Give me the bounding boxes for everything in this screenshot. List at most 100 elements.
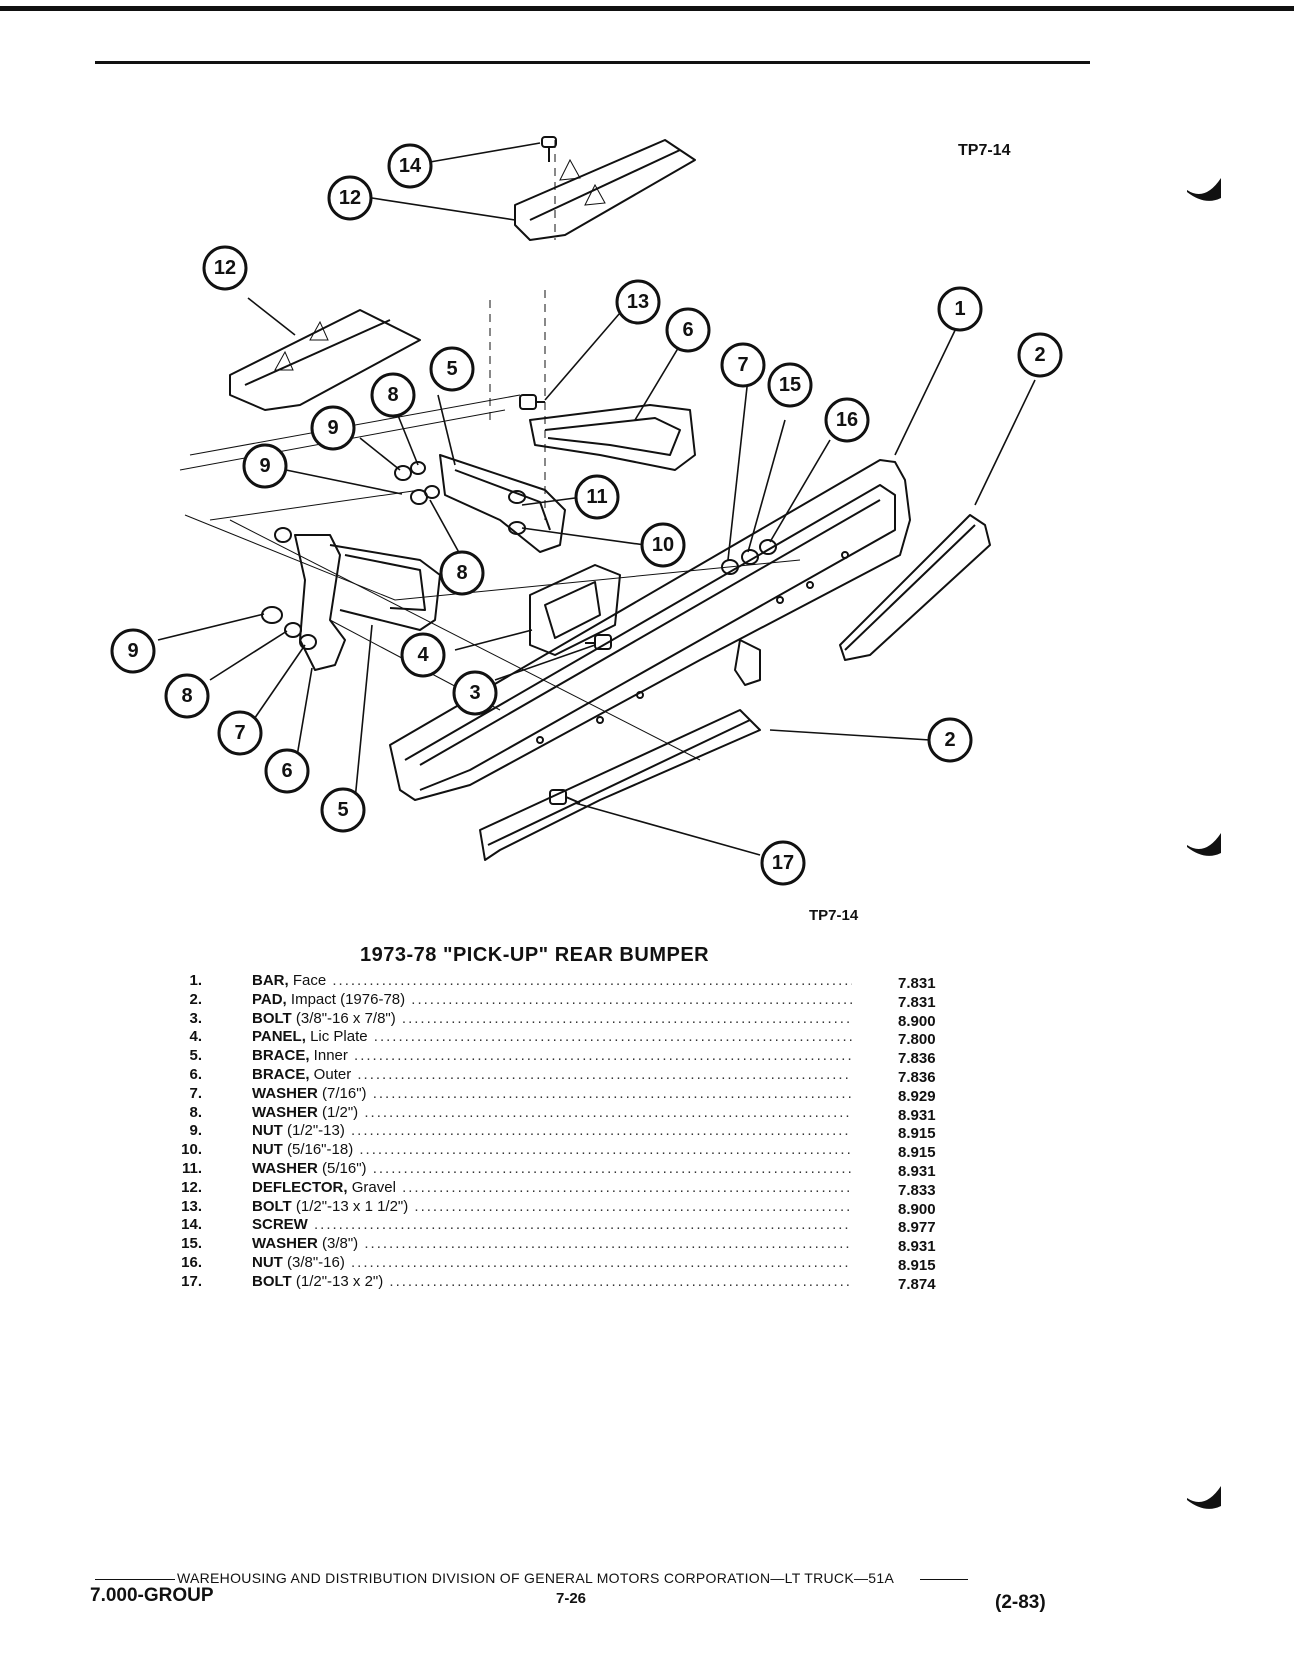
group-code: 8.900 xyxy=(898,1200,936,1218)
part-description: BOLT (1/2"-13 x 2") ....................… xyxy=(252,1272,852,1290)
callout-6a: 6 xyxy=(665,307,711,353)
group-code: 7.836 xyxy=(898,1068,936,1086)
exploded-parts-diagram: 14 12 12 13 6 1 2 7 15 16 5 8 9 9 11 10 … xyxy=(110,136,1063,886)
bolt-17 xyxy=(549,789,581,805)
part-detail: (3/8"-16) xyxy=(282,1253,345,1271)
footer-division: WAREHOUSING AND DISTRIBUTION DIVISION OF… xyxy=(177,1570,895,1586)
part-number: 17. xyxy=(181,1272,202,1290)
part-name: BRACE, xyxy=(252,1047,310,1065)
svg-text:3: 3 xyxy=(469,682,480,704)
part-description: BOLT (3/8"-16 x 7/8") ..................… xyxy=(252,1009,852,1027)
svg-text:17: 17 xyxy=(772,852,794,874)
svg-text:5: 5 xyxy=(446,358,457,380)
svg-text:6: 6 xyxy=(682,319,693,341)
svg-text:7: 7 xyxy=(737,354,748,376)
part-number: 3. xyxy=(189,1009,202,1027)
part-description: NUT (1/2"-13) ..........................… xyxy=(252,1122,852,1140)
callout-6b: 6 xyxy=(264,748,310,794)
part-name: SCREW xyxy=(252,1216,308,1234)
parts-row: 17. BOLT (1/2"-13 x 2") .................… xyxy=(160,1272,960,1293)
hardware-upper-middle xyxy=(394,461,526,535)
part-name: DEFLECTOR, xyxy=(252,1178,348,1196)
part-description: WASHER (5/16") .........................… xyxy=(252,1159,852,1177)
leader-lines xyxy=(157,142,1036,856)
group-code: 8.900 xyxy=(898,1012,936,1030)
callout-2a: 2 xyxy=(1017,332,1063,378)
callout-2b: 2 xyxy=(927,717,973,763)
svg-text:11: 11 xyxy=(586,486,607,508)
gravel-deflector-upper xyxy=(514,139,696,241)
callout-5a: 5 xyxy=(429,346,475,392)
license-plate-panel xyxy=(529,564,621,656)
svg-text:8: 8 xyxy=(387,384,398,406)
part-description: WASHER (7/16") .........................… xyxy=(252,1084,852,1102)
figure-label-bottom: TP7-14 xyxy=(809,907,859,924)
part-number: 5. xyxy=(189,1047,202,1065)
part-detail: Gravel xyxy=(347,1178,396,1196)
svg-text:12: 12 xyxy=(214,257,236,279)
part-number: 7. xyxy=(189,1084,202,1102)
callout-8c: 8 xyxy=(164,673,210,719)
parts-row: 10.NUT (5/16"-18) ......................… xyxy=(160,1141,960,1162)
part-detail: Lic Plate xyxy=(305,1028,368,1046)
svg-text:9: 9 xyxy=(127,640,138,662)
impact-pad-lower xyxy=(479,709,761,861)
callout-17: 17 xyxy=(760,840,806,886)
callout-12b: 12 xyxy=(202,245,248,291)
part-detail: Impact (1976-78) xyxy=(286,990,406,1008)
part-detail: Face xyxy=(288,972,327,989)
parts-row: 3. BOLT (3/8"-16 x 7/8") ................… xyxy=(160,1009,960,1030)
gravel-deflector-left xyxy=(229,309,421,411)
part-name: PANEL, xyxy=(252,1028,306,1046)
impact-pad-right xyxy=(839,514,991,661)
parts-row: 15.WASHER (3/8") .......................… xyxy=(160,1235,960,1256)
part-detail: (1/2"-13 x 1 1/2") xyxy=(291,1197,409,1215)
callout-8b: 8 xyxy=(439,550,485,596)
part-description: BRACE, Inner ...........................… xyxy=(252,1047,852,1065)
parts-row: 2.PAD, Impact (1976-78) ................… xyxy=(160,990,960,1011)
callout-9c: 9 xyxy=(110,628,156,674)
part-name: WASHER xyxy=(252,1084,318,1102)
part-name: BOLT xyxy=(252,1272,292,1290)
part-name: WASHER xyxy=(252,1159,318,1177)
parts-list: 1.BAR, Face ............................… xyxy=(160,972,960,1293)
callout-16: 16 xyxy=(824,397,870,443)
part-detail: (7/16") xyxy=(317,1084,367,1102)
figure-label-top: TP7-14 xyxy=(958,142,1011,159)
binder-mark-1 xyxy=(1187,178,1221,201)
part-number: 14. xyxy=(181,1216,202,1234)
callout-12a: 12 xyxy=(327,175,373,221)
group-code: 8.915 xyxy=(898,1144,936,1162)
svg-text:2: 2 xyxy=(944,729,955,751)
part-name: NUT xyxy=(252,1141,283,1159)
part-number: 4. xyxy=(189,1028,202,1046)
part-detail: (1/2"-13) xyxy=(282,1122,345,1140)
part-description: NUT (5/16"-18) .........................… xyxy=(252,1141,852,1159)
parts-row: 7. WASHER (7/16") .......................… xyxy=(160,1084,960,1105)
part-number: 11. xyxy=(181,1159,202,1177)
callout-9b: 9 xyxy=(242,443,288,489)
part-name: WASHER xyxy=(252,1235,318,1253)
callout-8a: 8 xyxy=(370,372,416,418)
svg-text:6: 6 xyxy=(281,760,292,782)
binder-mark-3 xyxy=(1187,1486,1221,1509)
part-description: PANEL, Lic Plate .......................… xyxy=(252,1028,852,1046)
part-detail: (3/8"-16 x 7/8") xyxy=(291,1009,396,1027)
parts-row: 11. WASHER (5/16") ......................… xyxy=(160,1159,960,1180)
group-code: 8.931 xyxy=(898,1162,936,1180)
part-number: 9. xyxy=(189,1122,202,1140)
part-name: BOLT xyxy=(252,1197,292,1215)
bolt-3 xyxy=(585,634,612,650)
group-code: 8.931 xyxy=(898,1238,936,1256)
parts-row: 13.BOLT (1/2"-13 x 1 1/2") .............… xyxy=(160,1197,960,1218)
outer-brace-upper xyxy=(529,404,696,471)
callout-15: 15 xyxy=(767,362,813,408)
callout-1: 1 xyxy=(937,286,983,332)
svg-text:15: 15 xyxy=(779,374,801,396)
group-code: 7.831 xyxy=(898,993,936,1011)
part-description: WASHER (3/8") ..........................… xyxy=(252,1235,852,1253)
part-description: WASHER (1/2") ..........................… xyxy=(252,1103,852,1121)
group-code: 7.800 xyxy=(898,1031,936,1049)
part-detail: (3/8") xyxy=(317,1235,359,1253)
group-code: 8.915 xyxy=(898,1256,936,1274)
